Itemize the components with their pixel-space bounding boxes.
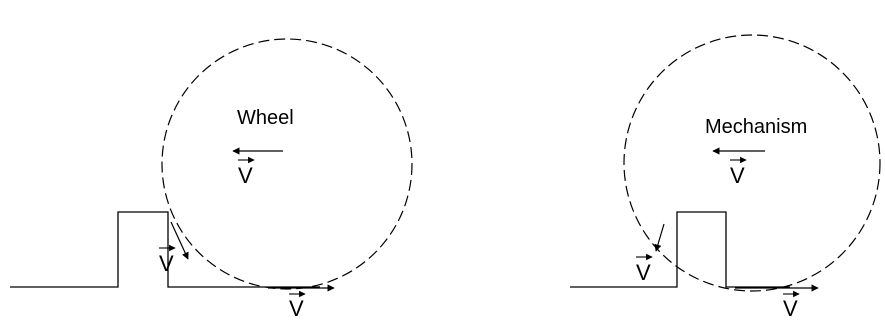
ground-velocity-label-text: V (783, 296, 798, 320)
ground-velocity-label-text: V (289, 296, 304, 320)
step-velocity-label: V (636, 253, 653, 285)
wheel-circle (161, 38, 413, 290)
center-velocity-label-text: V (730, 163, 745, 188)
ground-with-step (10, 211, 320, 288)
step-velocity-label: V (159, 244, 176, 276)
center-velocity-label: V (238, 156, 255, 188)
step-velocity-arrow (654, 223, 665, 252)
ground-velocity-label: V (783, 290, 800, 320)
step-velocity-arrow (170, 221, 189, 260)
wheel-title: Wheel (237, 107, 294, 129)
center-velocity-label-text: V (238, 163, 253, 188)
ground-velocity-label: V (289, 290, 306, 320)
step-velocity-label-text: V (159, 251, 174, 276)
mechanism-circle (623, 34, 881, 292)
mechanism-panel: Mechanism V V V (570, 34, 881, 320)
ground-with-step (570, 211, 790, 288)
center-velocity-label: V (730, 156, 747, 188)
mechanism-title: Mechanism (705, 116, 807, 138)
step-velocity-label-text: V (636, 260, 651, 285)
wheel-panel: Wheel V V V (10, 38, 413, 320)
